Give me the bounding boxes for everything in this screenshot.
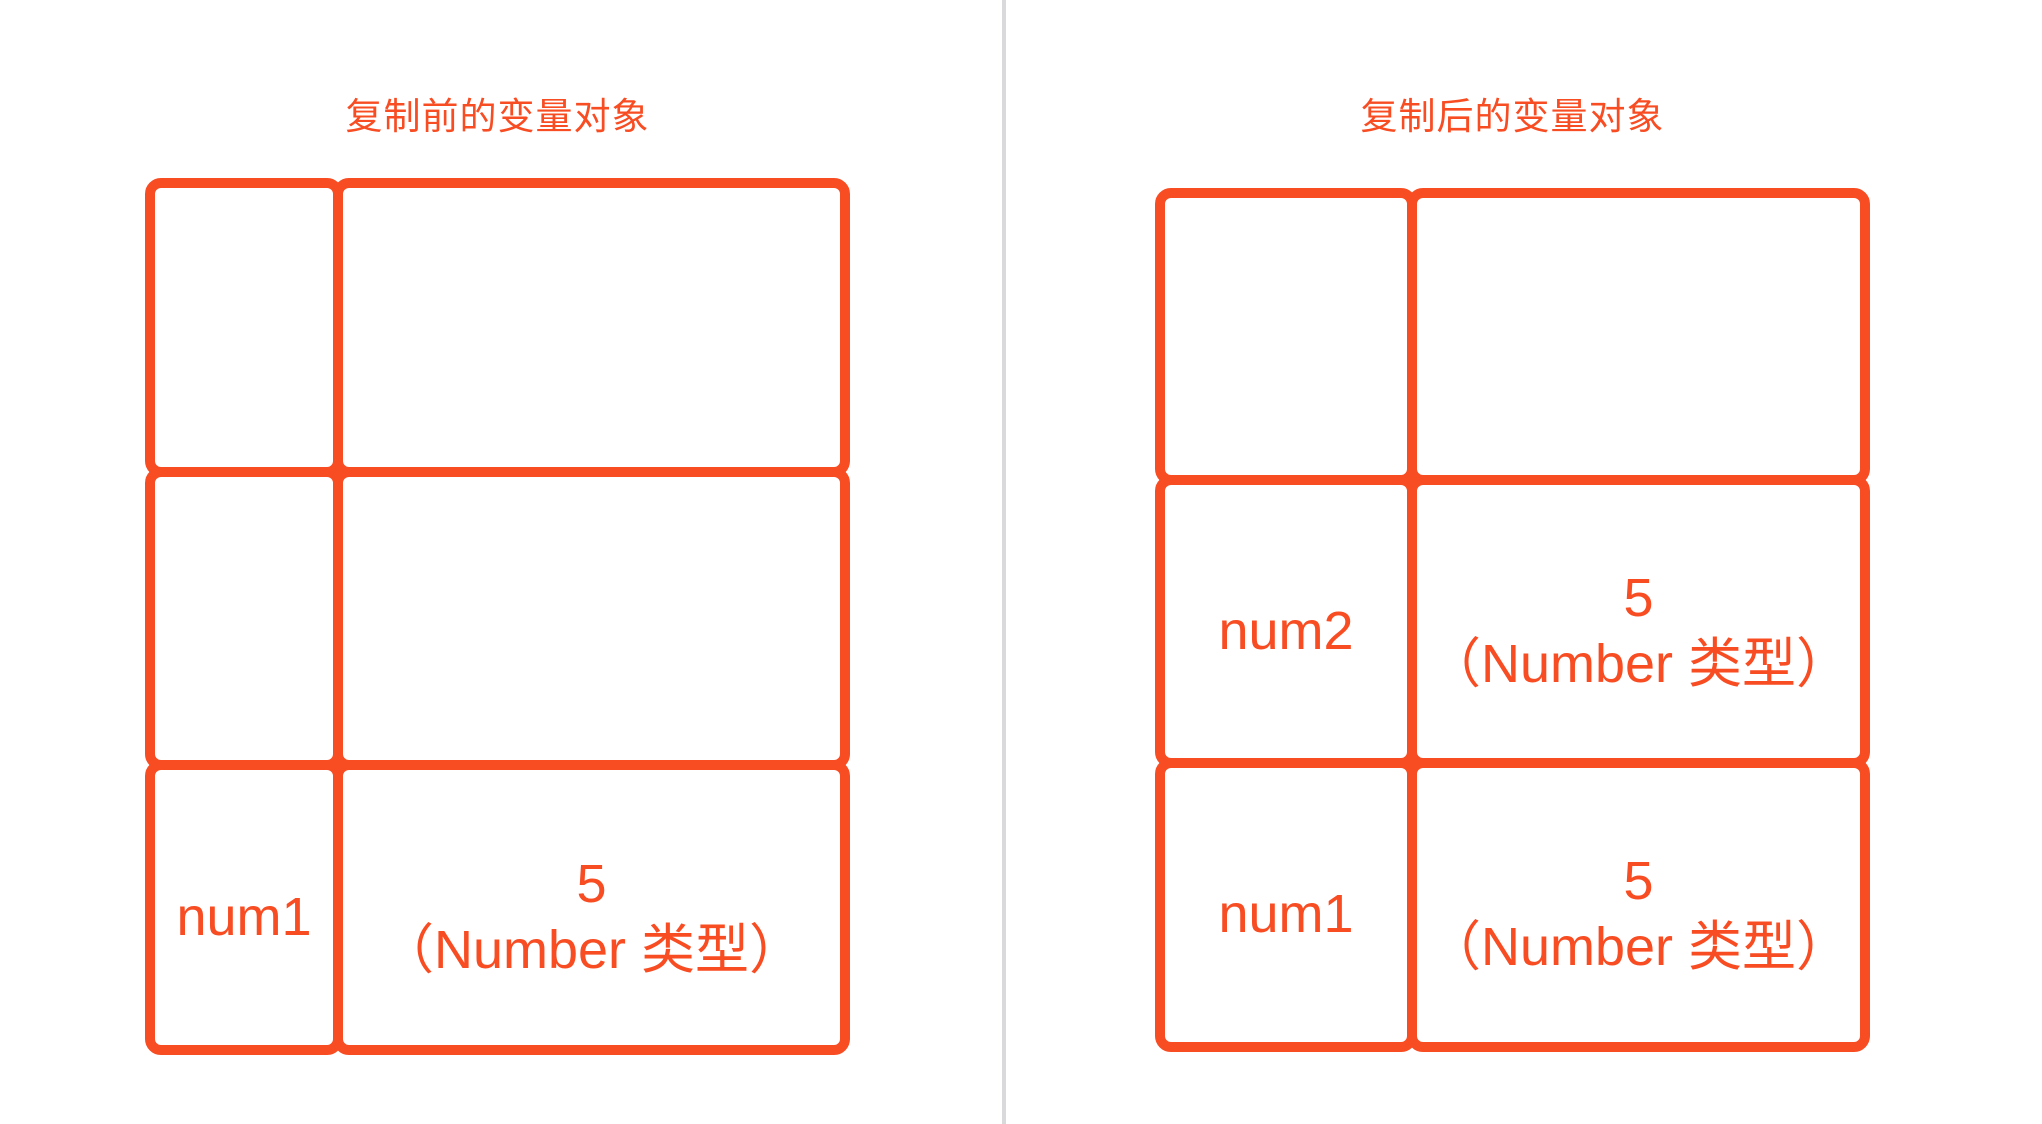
table-row: [1155, 188, 1870, 485]
table-row: num1 5 （Number 类型）: [1155, 758, 1870, 1052]
var-name-cell: num2: [1155, 475, 1417, 768]
table-row: [145, 467, 850, 770]
var-value-cell: 5 （Number 类型）: [1407, 475, 1870, 768]
var-name-cell: num1: [145, 760, 343, 1055]
var-name-cell: num1: [1155, 758, 1417, 1052]
var-name-cell: [145, 178, 343, 477]
var-value-cell: 5 （Number 类型）: [1407, 758, 1870, 1052]
var-name-cell: [145, 467, 343, 770]
var-value-cell: [1407, 188, 1870, 485]
after-panel-title: 复制后的变量对象: [1360, 96, 1665, 137]
table-row: num1 5 （Number 类型）: [145, 760, 850, 1055]
panel-divider-line: [1002, 0, 1006, 1124]
table-row: [145, 178, 850, 477]
table-row: num2 5 （Number 类型）: [1155, 475, 1870, 768]
var-value-cell: [333, 467, 850, 770]
var-value-cell: [333, 178, 850, 477]
after-variable-table: num2 5 （Number 类型） num1 5 （Number 类型）: [1155, 188, 1870, 1052]
before-variable-table: num1 5 （Number 类型）: [145, 178, 850, 1055]
var-value-cell: 5 （Number 类型）: [333, 760, 850, 1055]
var-name-cell: [1155, 188, 1417, 485]
before-panel-title: 复制前的变量对象: [345, 96, 650, 137]
